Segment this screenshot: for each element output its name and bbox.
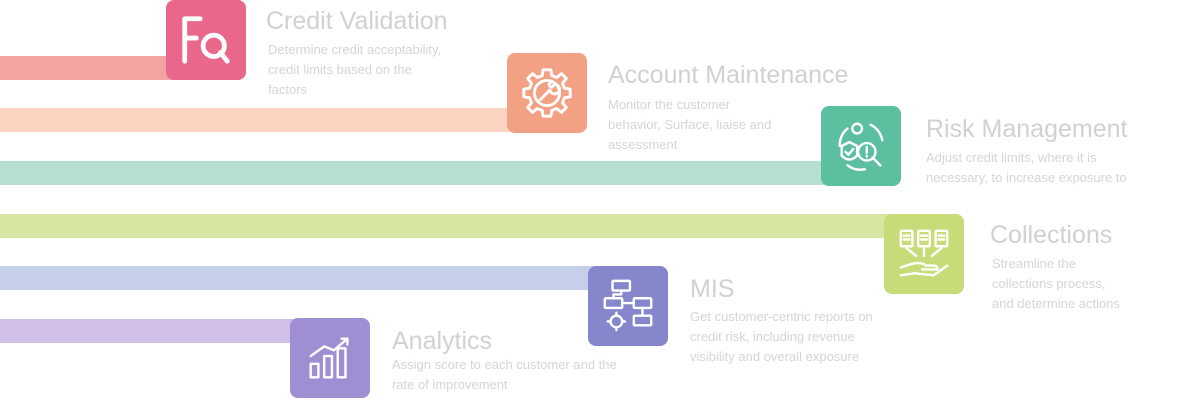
desc-line: factors — [268, 82, 308, 97]
faq-magnifier-icon — [182, 16, 230, 64]
bar-mis — [0, 266, 640, 290]
desc-line: necessary, to increase exposure to — [926, 170, 1127, 185]
title-mis: MIS — [690, 275, 735, 303]
desc-line: collections process, — [992, 276, 1106, 291]
title-risk-management: Risk Management — [926, 115, 1128, 143]
desc-line: credit limits based on the — [268, 62, 412, 77]
tile-risk-management — [821, 106, 901, 186]
desc-line: Adjust credit limits, where it is — [926, 150, 1097, 165]
tile-mis — [588, 266, 668, 346]
tile-analytics — [290, 318, 370, 398]
flowchart-gear-icon — [603, 279, 653, 332]
desc-line: Monitor the customer — [608, 97, 731, 112]
desc-line: Determine credit acceptability, — [268, 42, 442, 57]
desc-account-maintenance: Monitor the customer behavior, Surface, … — [608, 95, 771, 155]
desc-mis: Get customer-centric reports on credit r… — [690, 307, 873, 367]
risk-shield-magnifier-icon — [838, 122, 884, 171]
bar-chart-icon — [309, 337, 349, 379]
desc-collections: Streamline the collections process, and … — [992, 254, 1120, 314]
desc-risk-management: Adjust credit limits, where it is necess… — [926, 148, 1127, 188]
desc-line: credit risk, including revenue — [690, 329, 855, 344]
desc-line: rate of improvement — [392, 377, 508, 392]
title-collections: Collections — [990, 221, 1113, 249]
desc-line: Streamline the — [992, 256, 1076, 271]
bar-risk-management — [0, 161, 880, 185]
bar-account-maintenance — [0, 108, 560, 132]
desc-line: and determine actions — [992, 296, 1120, 311]
documents-hand-icon — [899, 229, 949, 277]
desc-line: assessment — [608, 137, 678, 152]
tile-collections — [884, 214, 964, 294]
desc-line: visibility and overall exposure — [690, 349, 860, 364]
desc-credit-validation: Determine credit acceptability, credit l… — [268, 40, 441, 100]
title-analytics: Analytics — [392, 327, 493, 355]
gear-wrench-icon — [522, 68, 572, 118]
tile-account-maintenance — [507, 53, 587, 133]
desc-line: Get customer-centric reports on — [690, 309, 873, 324]
desc-analytics: Assign score to each customer and the ra… — [392, 355, 617, 395]
bar-collections — [0, 214, 940, 238]
title-credit-validation: Credit Validation — [266, 7, 448, 35]
tile-credit-validation — [166, 0, 246, 80]
bar-analytics — [0, 319, 330, 343]
title-account-maintenance: Account Maintenance — [608, 61, 849, 89]
desc-line: Assign score to each customer and the — [392, 357, 617, 372]
desc-line: behavior, Surface, liaise and — [608, 117, 772, 132]
